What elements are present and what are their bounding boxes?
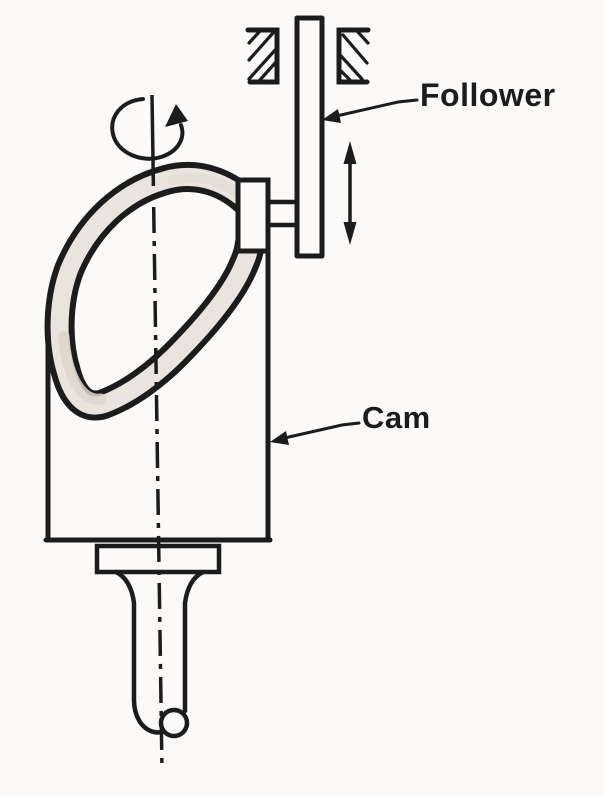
centerline-solid-top (150, 94, 155, 161)
rotation-arrow-head (165, 104, 188, 127)
roller-block (235, 177, 271, 254)
cam-leader-arrow (270, 421, 361, 445)
motion-double-arrow-icon (343, 141, 357, 245)
follower-leader-arrow (322, 98, 419, 123)
motion-arrow-up-head (343, 141, 357, 164)
guide-block-right-hatch (339, 29, 370, 82)
shaft-end-circle (158, 707, 190, 739)
centerline (150, 94, 164, 771)
guide-block-left-hatch (247, 28, 278, 83)
guide-block-right (336, 27, 371, 85)
guide-block-right-outline (336, 27, 371, 85)
follower-rod (294, 15, 325, 259)
guide-block-left (245, 27, 280, 85)
centerline-dash-dot (151, 159, 164, 771)
shaft-right-edge (182, 569, 206, 714)
rotation-arrow-icon (110, 97, 188, 161)
groove-shading-bottom (58, 330, 107, 405)
follower-label: Follower (420, 77, 556, 113)
cam-label: Cam (362, 400, 431, 435)
motion-arrow-down-head (343, 222, 357, 245)
follower-connector (263, 199, 303, 228)
shaft-left-edge (113, 569, 175, 735)
